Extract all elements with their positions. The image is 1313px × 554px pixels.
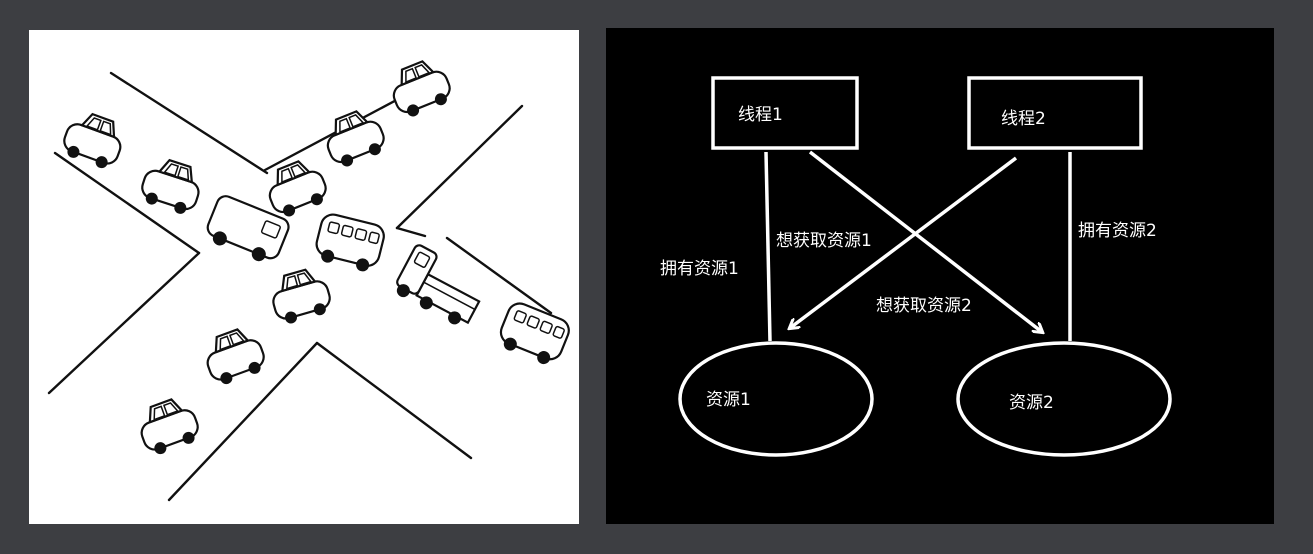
wants-resource-1-label: 想获取资源1 bbox=[776, 231, 872, 251]
deadlock-diagram: 线程1 线程2 资源1 资源2 拥有资源1 想获取资源1 拥有资源2 想获取资源… bbox=[606, 28, 1274, 524]
resource-1-label: 资源1 bbox=[706, 390, 751, 410]
car-icon bbox=[384, 54, 457, 122]
traffic-deadlock-illustration bbox=[29, 30, 579, 524]
deadlock-diagram-canvas: 线程1 线程2 资源1 资源2 拥有资源1 想获取资源1 拥有资源2 想获取资源… bbox=[660, 76, 1172, 457]
resource-2-ellipse bbox=[956, 341, 1172, 457]
resource-2-label: 资源2 bbox=[1009, 393, 1054, 413]
wants-resource-2-edge bbox=[808, 150, 1042, 332]
car-icon bbox=[318, 104, 391, 172]
car-icon bbox=[136, 153, 207, 219]
van-icon bbox=[493, 298, 574, 370]
wants-resource-1-edge bbox=[790, 156, 1018, 328]
thread-2-label: 线程2 bbox=[1001, 109, 1046, 129]
owns-resource-1-edge bbox=[764, 151, 772, 342]
car-icon bbox=[198, 322, 270, 390]
resource-1-ellipse bbox=[678, 341, 874, 457]
car-icon bbox=[132, 392, 204, 460]
car-icon bbox=[265, 264, 336, 328]
thread-1-label: 线程1 bbox=[738, 105, 783, 125]
van-icon bbox=[311, 210, 388, 276]
thread-2-box bbox=[967, 76, 1143, 150]
wants-resource-2-label: 想获取资源2 bbox=[876, 296, 972, 316]
owns-resource-2-label: 拥有资源2 bbox=[1078, 221, 1157, 241]
thread-1-box bbox=[711, 76, 859, 150]
owns-resource-1-label: 拥有资源1 bbox=[660, 259, 739, 279]
vehicles bbox=[58, 54, 574, 460]
traffic-scene bbox=[47, 54, 574, 502]
